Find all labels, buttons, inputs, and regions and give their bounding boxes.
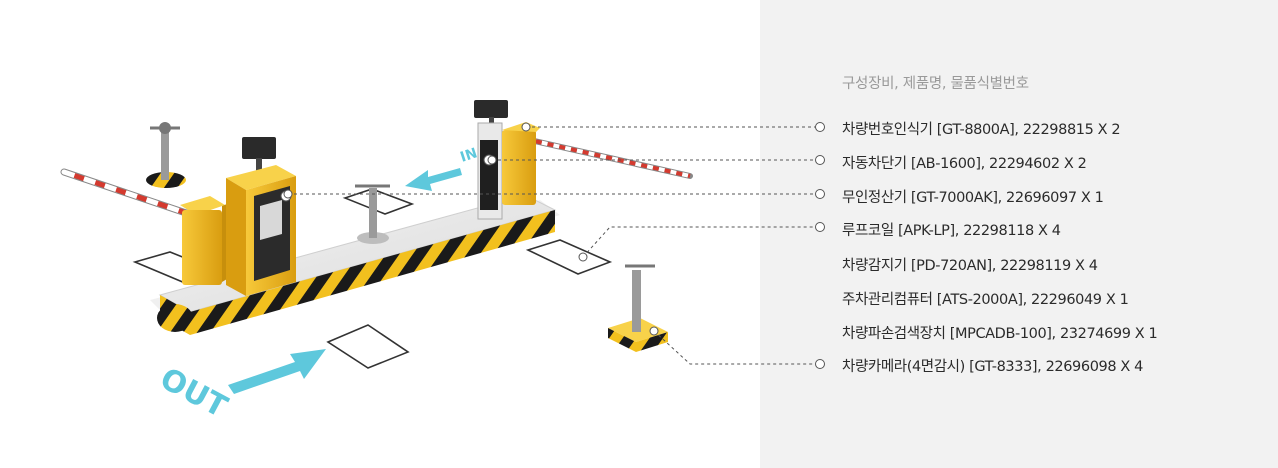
out-label: OUT [154,361,233,425]
legend-item-auto-barrier: 자동차단기 [AB-1600], 22294602 X 2 [842,156,1087,172]
legend-heading: 구성장비, 제품명, 물품식별번호 [842,76,1029,92]
legend-item-damage-detector: 차량파손검색장치 [MPCADB-100], 23274699 X 1 [842,326,1158,342]
direction-arrow-in-icon: IN [405,145,479,191]
barrier-arm-right [527,137,693,179]
legend-item-vehicle-detector: 차량감지기 [PD-720AN], 22298119 X 4 [842,258,1098,274]
camera-pole-center [355,184,390,244]
legend-item-loop-coil: 루프코일 [APK-LP], 22298118 X 4 [842,223,1061,239]
camera-pole-right [608,264,668,352]
camera-pole-left [146,122,186,188]
legend-item-parking-computer: 주차관리컴퓨터 [ATS-2000A], 22296049 X 1 [842,292,1129,308]
payment-kiosk [226,137,296,296]
legend-item-vehicle-camera: 차량카메라(4면감시) [GT-8333], 22696098 X 4 [842,359,1143,375]
barrier-box-right [502,122,540,205]
barrier-arm-left [60,168,199,220]
legend-item-plate-recognizer: 차량번호인식기 [GT-8800A], 22298815 X 2 [842,122,1121,138]
in-label: IN [458,145,479,165]
direction-arrow-out-icon: OUT [154,349,326,425]
barrier-box-left [180,196,232,285]
legend-item-payment-kiosk: 무인정산기 [GT-7000AK], 22696097 X 1 [842,190,1104,206]
legend-panel [760,0,1278,468]
